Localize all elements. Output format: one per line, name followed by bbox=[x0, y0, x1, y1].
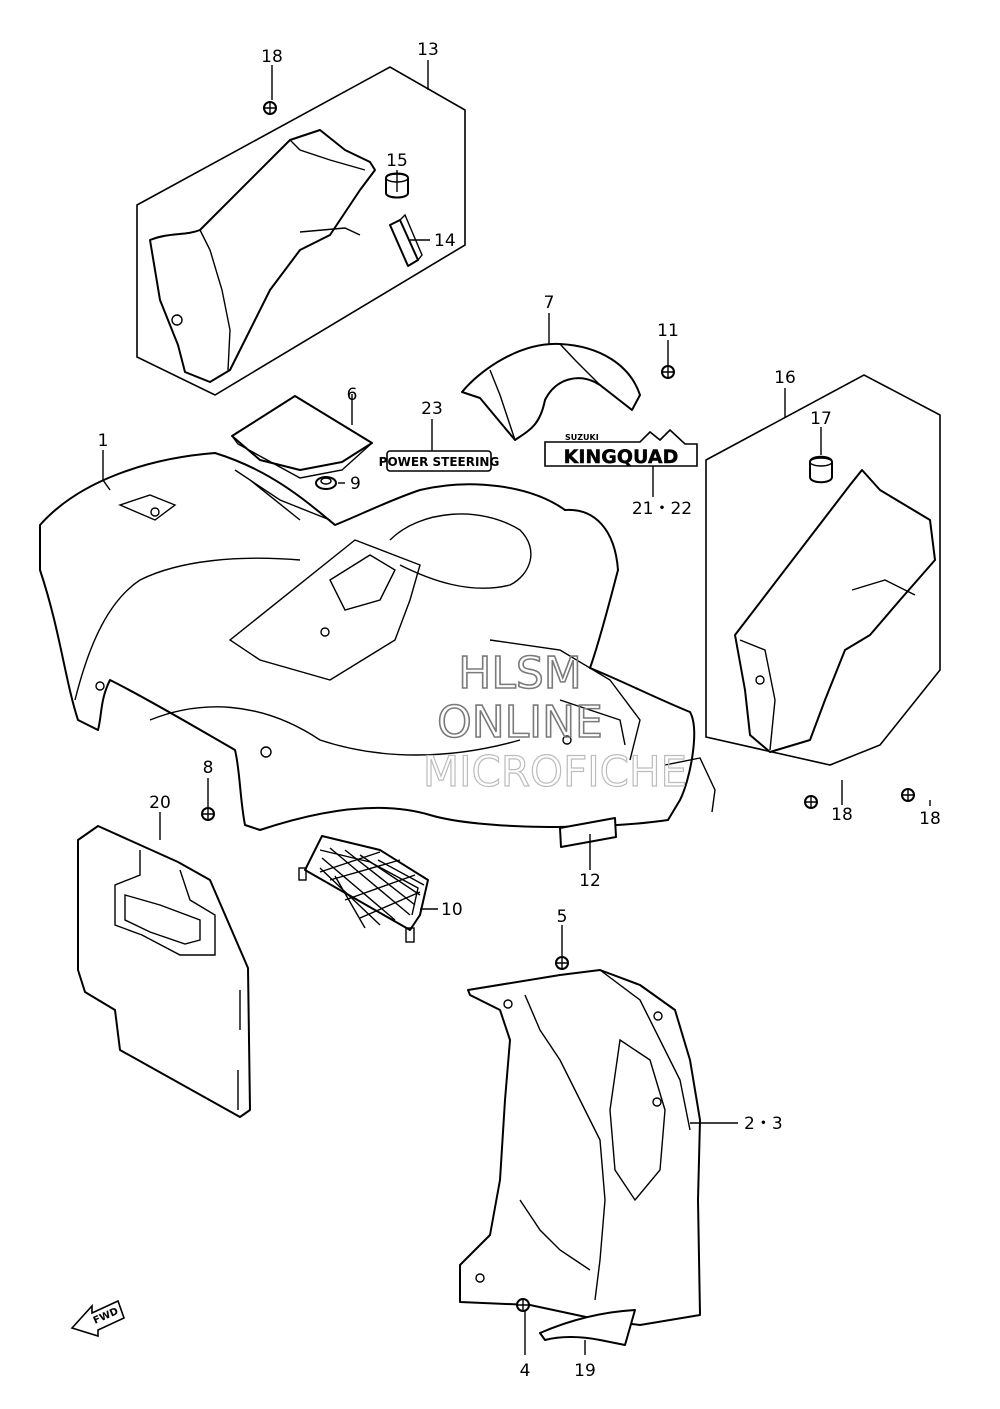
callout-14: 14 bbox=[434, 231, 456, 251]
decal-brand-text: SUZUKI bbox=[565, 433, 599, 442]
callout-11: 11 bbox=[657, 321, 679, 341]
part-19-clip bbox=[539, 1309, 636, 1346]
callout-18-mid: 18 bbox=[831, 805, 853, 825]
part-18-bolt bbox=[804, 795, 818, 809]
callout-6: 6 bbox=[347, 385, 358, 405]
callout-1: 1 bbox=[98, 431, 109, 451]
decal-kingquad-text: KINGQUAD bbox=[564, 446, 679, 468]
callout-21-22: 21・22 bbox=[632, 499, 692, 519]
callout-5: 5 bbox=[557, 907, 568, 927]
part-18-bolt bbox=[263, 101, 277, 115]
part-10-mesh-guard bbox=[298, 835, 429, 943]
callout-10: 10 bbox=[441, 900, 463, 920]
part-4-bolt bbox=[516, 1298, 530, 1312]
callout-15: 15 bbox=[386, 151, 408, 171]
callout-7: 7 bbox=[544, 293, 555, 313]
callout-17: 17 bbox=[810, 409, 832, 429]
callout-13: 13 bbox=[417, 40, 439, 60]
part-2-3-splash-guard bbox=[459, 969, 701, 1326]
part-9-grommet bbox=[315, 476, 337, 490]
callout-9: 9 bbox=[350, 474, 361, 494]
callout-23: 23 bbox=[421, 399, 443, 419]
watermark-line-3: MICROFICHE bbox=[423, 747, 687, 796]
callout-20: 20 bbox=[149, 793, 171, 813]
part-13-side-panel bbox=[149, 129, 376, 383]
part-20-mud-flap bbox=[77, 825, 251, 1118]
inset-box-16 bbox=[705, 374, 941, 809]
watermark-line-2: ONLINE bbox=[437, 697, 603, 748]
callout-16: 16 bbox=[774, 368, 796, 388]
part-23-decal-power-steering: POWER STEERING bbox=[379, 450, 500, 472]
callout-18-top: 18 bbox=[261, 47, 283, 67]
decal-power-steering-text: POWER STEERING bbox=[379, 455, 500, 469]
part-8-bolt bbox=[201, 807, 215, 821]
callout-2-3: 2・3 bbox=[744, 1114, 783, 1134]
part-18-bolt bbox=[901, 788, 915, 802]
callout-labels: 18 13 15 14 6 7 11 23 21・22 16 17 9 1 8 … bbox=[98, 40, 941, 1381]
part-16-side-panel bbox=[734, 469, 936, 753]
part-12-pad bbox=[559, 817, 617, 848]
part-5-bolt bbox=[555, 956, 569, 970]
callout-12: 12 bbox=[579, 871, 601, 891]
callout-4: 4 bbox=[520, 1361, 531, 1381]
part-17-grommet bbox=[809, 455, 833, 484]
callout-18-right: 18 bbox=[919, 809, 941, 829]
part-1-rear-fender bbox=[39, 452, 716, 831]
watermark: HLSM ONLINE MICROFICHE bbox=[422, 647, 687, 796]
part-21-22-decal-kingquad: SUZUKI KINGQUAD bbox=[544, 428, 698, 468]
fwd-arrow-icon: FWD bbox=[70, 1299, 125, 1338]
inset-box-13 bbox=[136, 66, 466, 396]
leader-lines bbox=[102, 60, 931, 1355]
part-7-front-cover bbox=[461, 342, 641, 441]
part-6-storage-lid bbox=[231, 395, 373, 479]
callout-19: 19 bbox=[574, 1361, 596, 1381]
watermark-line-1: HLSM bbox=[458, 648, 582, 699]
callout-8: 8 bbox=[203, 758, 214, 778]
part-11-bolt bbox=[661, 365, 675, 379]
